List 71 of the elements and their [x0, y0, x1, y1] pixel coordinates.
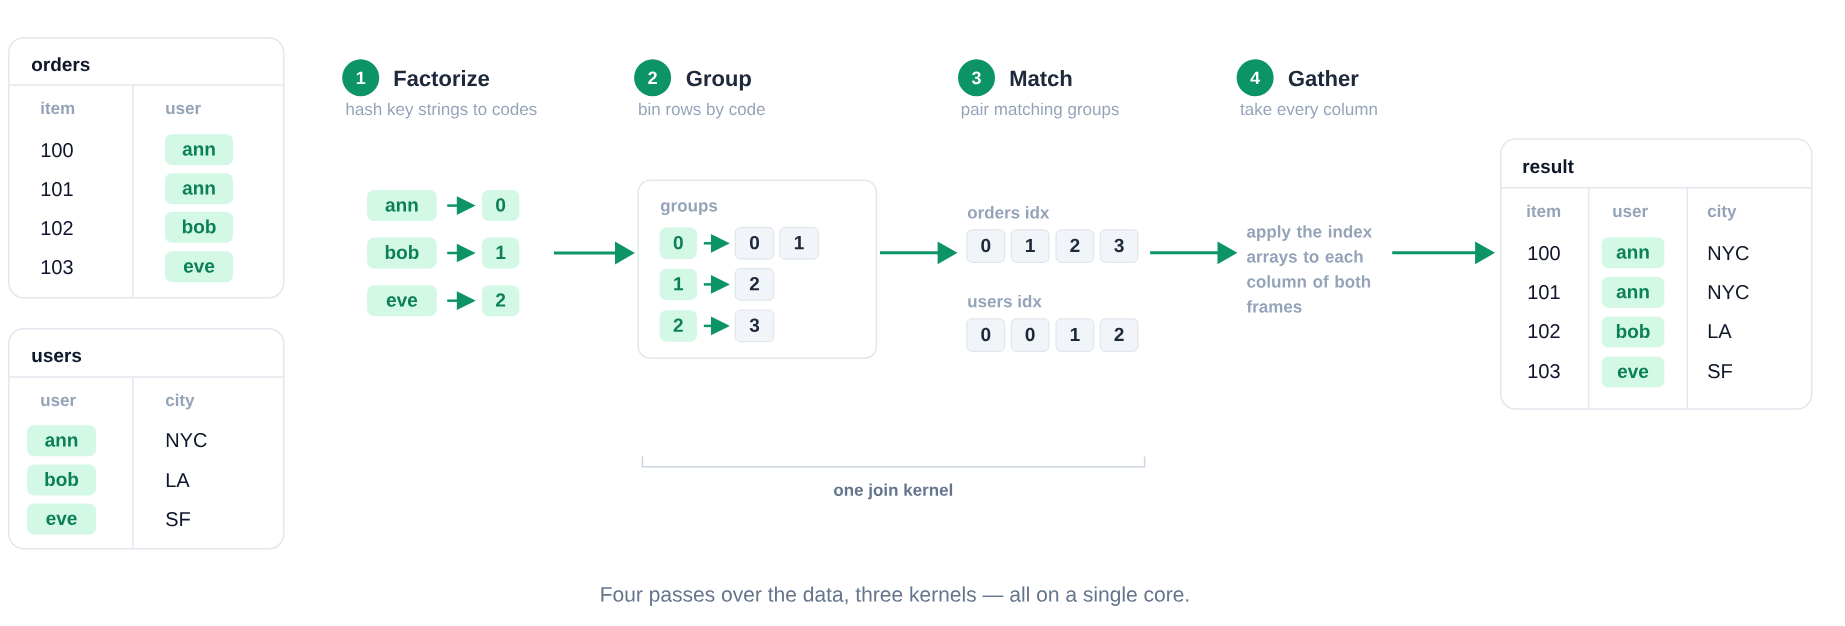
index-cell: 0 [1010, 318, 1050, 352]
index-cell: 1 [1010, 229, 1050, 263]
name-pill: bob [1601, 316, 1665, 348]
name-pill: ann [165, 134, 233, 166]
name-pill: ann [367, 190, 437, 222]
index-cell: 0 [966, 229, 1006, 263]
index-cell: 3 [1099, 229, 1139, 263]
code-pill: 2 [659, 310, 697, 342]
step-title: Group [686, 70, 751, 91]
name-pill: bob [367, 237, 437, 269]
panel-label: groups [660, 202, 718, 216]
table-cell: NYC [1708, 246, 1749, 261]
index-cell: 0 [734, 227, 775, 260]
step-subtitle: take every column [1240, 102, 1377, 119]
code-pill: 1 [659, 268, 697, 301]
table-title: orders [31, 57, 90, 72]
name-pill: ann [165, 173, 233, 205]
table-cell: SF [166, 512, 190, 527]
table-cell: 102 [1528, 324, 1560, 339]
table-cell: 100 [1528, 246, 1560, 261]
note-text: apply the index arrays to each column of both frames [1246, 225, 1372, 313]
array-label: orders idx [967, 206, 1050, 219]
column-header: item [41, 101, 75, 115]
table-cell: 101 [1528, 285, 1560, 300]
column-header: user [1613, 207, 1648, 218]
table-cell: SF [1708, 364, 1732, 379]
column-header: user [41, 396, 76, 407]
column-header: item [1527, 204, 1561, 218]
bracket-label: one join kernel [834, 483, 953, 500]
name-pill: eve [165, 251, 233, 283]
name-pill: bob [165, 211, 233, 243]
step-subtitle: pair matching groups [961, 102, 1119, 119]
table-cell: LA [1708, 324, 1732, 338]
index-cell: 2 [1099, 318, 1139, 352]
step-subtitle: bin rows by code [639, 102, 765, 119]
table-cell: LA [166, 473, 190, 487]
step-title: Match [1010, 70, 1072, 87]
step-title: Gather [1288, 70, 1359, 87]
array-label: users idx [968, 294, 1042, 308]
index-cell: 1 [779, 227, 819, 260]
code-pill: 1 [481, 237, 520, 269]
table-title: users [32, 351, 82, 363]
name-pill: eve [1601, 356, 1665, 388]
code-pill: 0 [481, 190, 520, 222]
table-cell: NYC [1708, 285, 1749, 300]
code-pill: 0 [659, 227, 697, 260]
name-pill: bob [27, 464, 96, 496]
column-header: user [166, 104, 201, 115]
name-pill: ann [1601, 276, 1665, 308]
step-title: Factorize [394, 70, 490, 87]
name-pill: ann [27, 425, 96, 457]
column-header: city [165, 393, 195, 410]
table-cell: 103 [1528, 364, 1560, 379]
table-title: result [1523, 159, 1574, 174]
table-cell: 103 [41, 260, 73, 275]
code-pill: 2 [481, 285, 520, 317]
name-pill: eve [27, 503, 96, 535]
table-cell: 102 [41, 221, 73, 236]
index-cell: 3 [734, 309, 775, 343]
name-pill: ann [1601, 237, 1665, 269]
table-cell: 101 [41, 182, 73, 197]
column-header: city [1707, 204, 1737, 221]
index-cell: 1 [1055, 318, 1095, 352]
index-cell: 2 [734, 268, 775, 301]
name-pill: eve [367, 285, 437, 317]
step-subtitle: hash key strings to codes [346, 102, 537, 119]
table-cell: NYC [166, 433, 207, 448]
index-cell: 2 [1055, 229, 1095, 263]
table-cell: 100 [41, 143, 73, 158]
caption: Four passes over the data, three kernels — all on a single core. [601, 586, 1189, 606]
index-cell: 0 [966, 318, 1006, 352]
